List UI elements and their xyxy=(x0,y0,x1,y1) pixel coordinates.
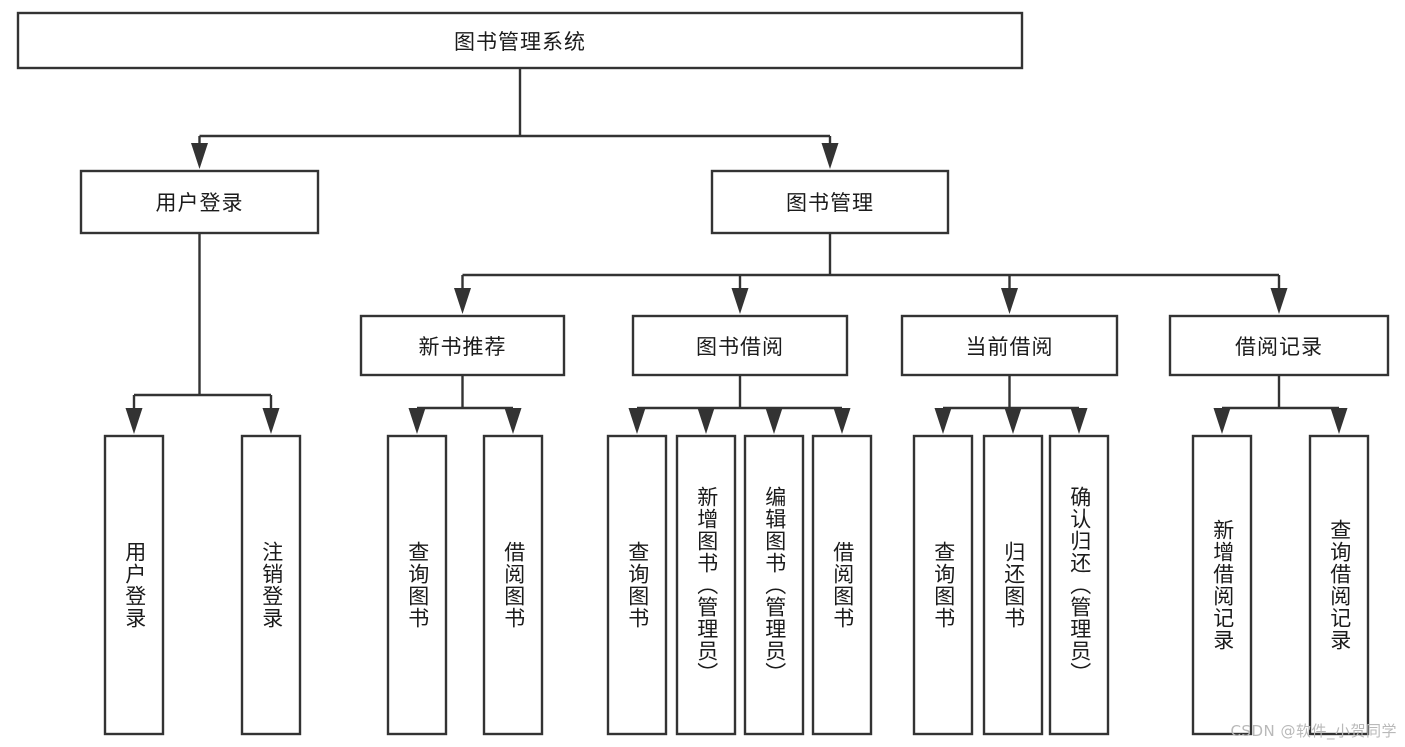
node-new-book-recommend[interactable] xyxy=(359,314,566,377)
node-query-borrow-record[interactable] xyxy=(1308,434,1370,736)
node-confirm-return-admin[interactable] xyxy=(1048,434,1110,736)
connectors-layer xyxy=(125,68,1348,434)
node-current-borrow[interactable] xyxy=(900,314,1119,377)
node-add-book-admin[interactable] xyxy=(675,434,737,736)
node-user-logout-leaf[interactable] xyxy=(240,434,302,736)
csdn-watermark: CSDN @软件_小贺同学 xyxy=(1230,722,1397,740)
node-borrow-book-2[interactable] xyxy=(811,434,873,736)
node-root[interactable] xyxy=(16,11,1024,70)
node-query-book-2[interactable] xyxy=(606,434,668,736)
node-query-book-1[interactable] xyxy=(386,434,448,736)
node-edit-book-admin[interactable] xyxy=(743,434,805,736)
node-book-borrow[interactable] xyxy=(631,314,849,377)
node-user-login[interactable] xyxy=(79,169,320,235)
node-borrow-book-1[interactable] xyxy=(482,434,544,736)
node-query-book-3[interactable] xyxy=(912,434,974,736)
node-user-login-leaf[interactable] xyxy=(103,434,165,736)
node-borrow-record[interactable] xyxy=(1168,314,1390,377)
node-book-management[interactable] xyxy=(710,169,950,235)
node-add-borrow-record[interactable] xyxy=(1191,434,1253,736)
node-return-book[interactable] xyxy=(982,434,1044,736)
boxes-layer xyxy=(16,11,1390,736)
